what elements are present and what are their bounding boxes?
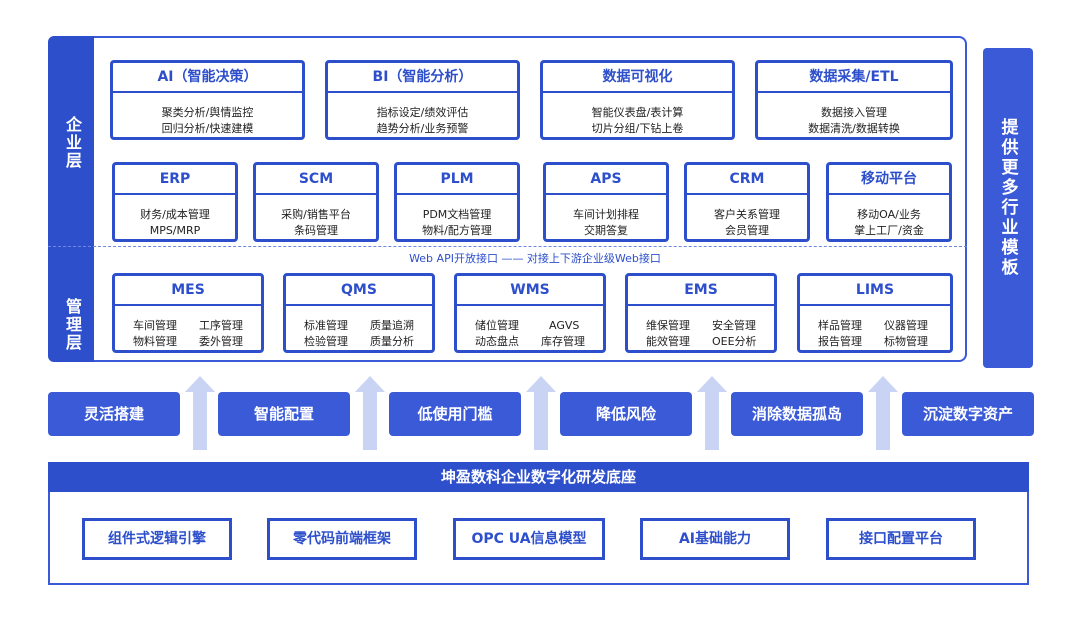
module-card-visualization: 数据可视化 智能仪表盘/表计算 切片分组/下钻上卷 [540,60,735,140]
module-card-mobile: 移动平台 移动OA/业务 掌上工厂/资金 [826,162,952,242]
up-arrow-icon [697,376,727,450]
module-item: 标准管理 [304,319,348,332]
module-item: 样品管理 [818,319,862,332]
module-title: APS [546,165,666,195]
module-title: WMS [457,276,603,306]
benefit-tag: 消除数据孤岛 [731,392,863,436]
base-capability: AI基础能力 [640,518,790,560]
base-capability: 零代码前端框架 [267,518,417,560]
module-card-ems: EMS 维保管理 安全管理 能效管理 OEE分析 [625,273,777,353]
module-card-ai: AI（智能决策） 聚类分析/舆情监控 回归分析/快速建模 [110,60,305,140]
module-title: PLM [397,165,517,195]
module-line: 掌上工厂/资金 [854,224,924,237]
module-line: 数据清洗/数据转换 [808,122,900,135]
module-card-etl: 数据采集/ETL 数据接入管理 数据清洗/数据转换 [755,60,953,140]
module-title: SCM [256,165,376,195]
module-line: 交期答复 [584,224,628,237]
module-title: 数据可视化 [543,63,732,93]
module-card-aps: APS 车间计划排程 交期答复 [543,162,669,242]
module-card-plm: PLM PDM文档管理 物料/配方管理 [394,162,520,242]
module-item: 质量追溯 [370,319,414,332]
up-arrow-icon [355,376,385,450]
module-item: 动态盘点 [475,335,519,348]
module-item: 能效管理 [646,335,690,348]
platform-base [48,492,1029,585]
module-line: 客户关系管理 [714,208,780,221]
module-card-wms: WMS 储位管理 AGVS 动态盘点 库存管理 [454,273,606,353]
module-line: 条码管理 [294,224,338,237]
module-item: 安全管理 [712,319,756,332]
industry-template-label: 提供更多行业模板 [997,118,1018,278]
layer-sidebar: 企业层 管理层 [48,36,94,362]
industry-template-bar: 提供更多行业模板 [983,48,1033,368]
base-capability: 组件式逻辑引擎 [82,518,232,560]
management-layer-label: 管理层 [63,298,82,352]
module-item: 检验管理 [304,335,348,348]
module-title: MES [115,276,261,306]
benefit-tag: 智能配置 [218,392,350,436]
module-title: EMS [628,276,774,306]
module-line: 物料/配方管理 [422,224,492,237]
module-title: 移动平台 [829,165,949,195]
module-line: 车间计划排程 [573,208,639,221]
module-title: LIMS [800,276,950,306]
module-item: 维保管理 [646,319,690,332]
benefit-tag: 低使用门槛 [389,392,521,436]
module-card-erp: ERP 财务/成本管理 MPS/MRP [112,162,238,242]
module-item: 仪器管理 [884,319,928,332]
module-title: BI（智能分析） [328,63,517,93]
benefit-tag: 沉淀数字资产 [902,392,1034,436]
module-card-qms: QMS 标准管理 质量追溯 检验管理 质量分析 [283,273,435,353]
module-line: 指标设定/绩效评估 [376,106,469,119]
module-line: 趋势分析/业务预警 [376,122,469,135]
module-line: 移动OA/业务 [857,208,921,221]
up-arrow-icon [526,376,556,450]
up-arrow-icon [185,376,215,450]
module-line: 采购/销售平台 [281,208,351,221]
module-item: 委外管理 [199,335,243,348]
module-item: 报告管理 [818,335,862,348]
platform-title: 坤盈数科企业数字化研发底座 [48,462,1029,492]
module-title: ERP [115,165,235,195]
module-item: AGVS [549,319,580,332]
module-line: PDM文档管理 [422,208,492,221]
enterprise-layer-label: 企业层 [63,116,82,170]
module-line: 回归分析/快速建模 [161,122,254,135]
module-line: MPS/MRP [149,224,201,237]
layer-divider [48,246,967,247]
module-title: QMS [286,276,432,306]
module-card-bi: BI（智能分析） 指标设定/绩效评估 趋势分析/业务预警 [325,60,520,140]
module-item: 质量分析 [370,335,414,348]
module-item: OEE分析 [712,335,757,348]
base-capability: OPC UA信息模型 [453,518,605,560]
base-capability: 接口配置平台 [826,518,976,560]
api-note: Web API开放接口 —— 对接上下游企业级Web接口 [300,250,770,266]
module-card-lims: LIMS 样品管理 仪器管理 报告管理 标物管理 [797,273,953,353]
module-line: 会员管理 [725,224,769,237]
module-item: 库存管理 [541,335,585,348]
benefit-tag: 灵活搭建 [48,392,180,436]
module-card-mes: MES 车间管理 工序管理 物料管理 委外管理 [112,273,264,353]
module-line: 切片分组/下钻上卷 [591,122,684,135]
module-line: 聚类分析/舆情监控 [161,106,254,119]
up-arrow-icon [868,376,898,450]
module-card-crm: CRM 客户关系管理 会员管理 [684,162,810,242]
module-item: 车间管理 [133,319,177,332]
module-line: 智能仪表盘/表计算 [591,106,684,119]
module-title: AI（智能决策） [113,63,302,93]
module-item: 储位管理 [475,319,519,332]
module-title: 数据采集/ETL [758,63,950,93]
module-item: 工序管理 [199,319,243,332]
module-card-scm: SCM 采购/销售平台 条码管理 [253,162,379,242]
benefit-tag: 降低风险 [560,392,692,436]
module-item: 物料管理 [133,335,177,348]
module-line: 数据接入管理 [821,106,887,119]
module-line: 财务/成本管理 [140,208,210,221]
module-title: CRM [687,165,807,195]
module-item: 标物管理 [884,335,928,348]
